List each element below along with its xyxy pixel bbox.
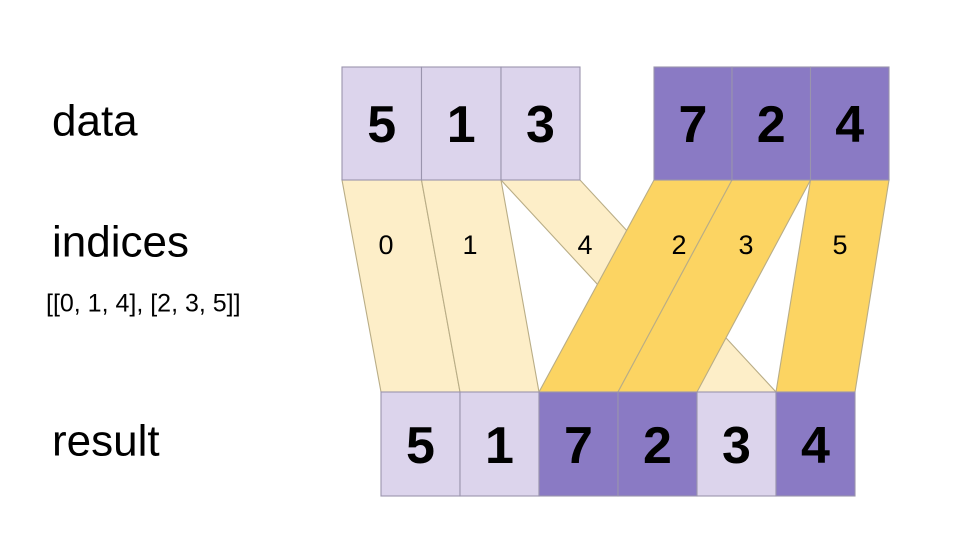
data-row: 5 1 3 7 2 4 bbox=[341, 66, 890, 181]
result-cell[interactable] bbox=[696, 391, 777, 497]
result-cell[interactable] bbox=[538, 391, 619, 497]
data-cell-value: 7 bbox=[679, 96, 708, 154]
data-cell-value: 5 bbox=[367, 96, 396, 154]
data-cell[interactable] bbox=[341, 66, 423, 181]
data-cell-value: 3 bbox=[526, 96, 555, 154]
result-cell[interactable] bbox=[617, 391, 698, 497]
data-cell-value: 2 bbox=[757, 96, 786, 154]
data-cell-value: 1 bbox=[447, 96, 476, 154]
data-cell[interactable] bbox=[653, 66, 733, 181]
label-indices-value: [[0, 1, 4], [2, 3, 5]] bbox=[46, 290, 241, 318]
result-cell[interactable] bbox=[459, 391, 540, 497]
label-result: result bbox=[52, 417, 160, 466]
result-cell-value: 4 bbox=[801, 417, 830, 475]
result-cell[interactable] bbox=[380, 391, 461, 497]
index-label-3: 3 bbox=[738, 230, 753, 260]
label-indices: indices bbox=[52, 218, 189, 267]
index-labels: 0 1 4 2 3 5 bbox=[378, 230, 847, 260]
data-cell[interactable] bbox=[809, 66, 890, 181]
index-label-5: 5 bbox=[832, 230, 847, 260]
data-cell[interactable] bbox=[500, 66, 581, 181]
result-cell-value: 7 bbox=[564, 417, 593, 475]
result-cell-value: 3 bbox=[722, 417, 751, 475]
result-row: 5 1 7 2 3 4 bbox=[380, 391, 856, 497]
index-label-4: 4 bbox=[577, 230, 592, 260]
data-cell-value: 4 bbox=[835, 96, 864, 154]
index-label-2: 2 bbox=[671, 230, 686, 260]
result-cell-value: 2 bbox=[643, 417, 672, 475]
label-data: data bbox=[52, 97, 138, 146]
result-cell[interactable] bbox=[775, 391, 856, 497]
result-cell-value: 5 bbox=[406, 417, 435, 475]
index-label-1: 1 bbox=[462, 230, 477, 260]
data-cell[interactable] bbox=[420, 66, 502, 181]
ribbon-group bbox=[341, 179, 890, 393]
row-labels: data indices [[0, 1, 4], [2, 3, 5]] resu… bbox=[46, 97, 241, 466]
result-cell-value: 1 bbox=[485, 417, 514, 475]
index-label-0: 0 bbox=[378, 230, 393, 260]
